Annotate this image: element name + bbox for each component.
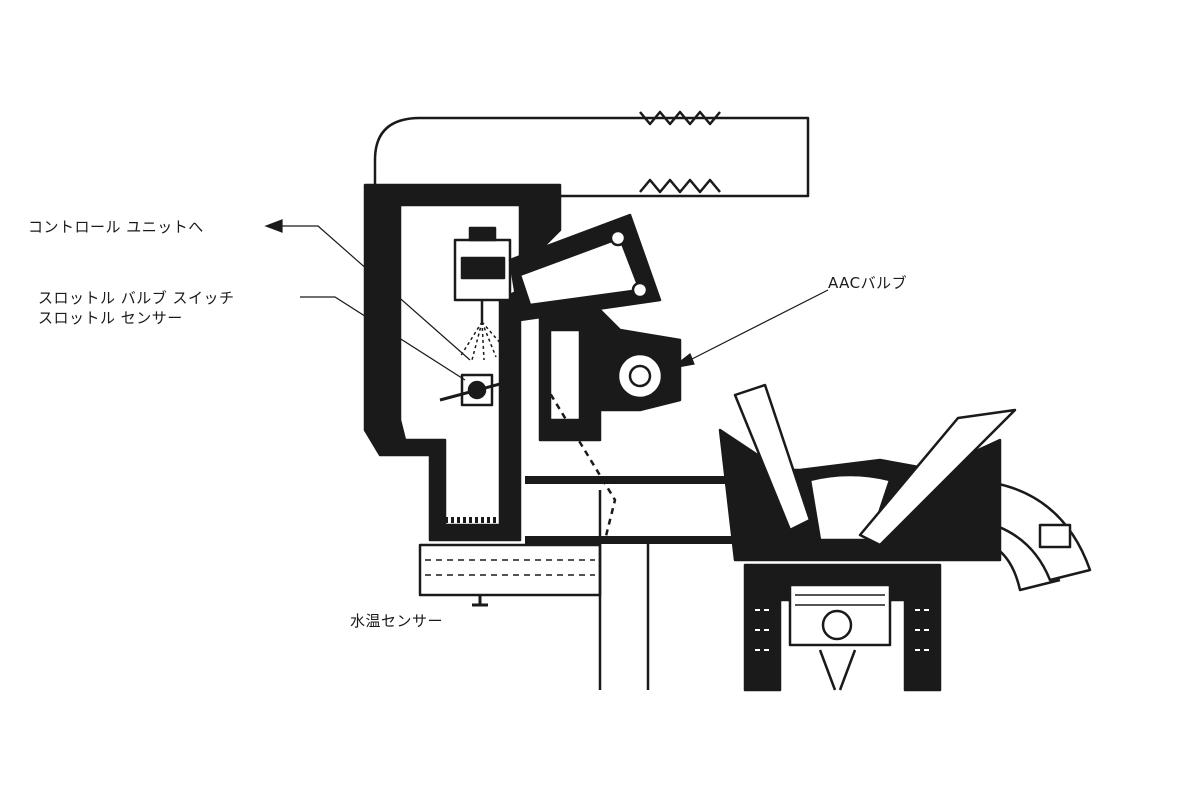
label-throttle-sensor: スロットル センサー <box>38 309 183 327</box>
throttle-valve <box>439 373 516 407</box>
injector <box>453 226 512 361</box>
air-intake-duct <box>373 110 810 198</box>
label-aac-valve: AACバルブ <box>828 274 908 292</box>
aac-valve-body <box>538 308 682 442</box>
leader-line-control <box>282 225 471 361</box>
exhaust-pipe <box>969 478 1092 592</box>
arrowhead-control <box>264 219 283 233</box>
bypass-pipe <box>508 213 662 322</box>
label-control-unit: コントロール ユニットへ <box>28 218 204 236</box>
cylinder-block <box>743 563 942 692</box>
leader-line-aac <box>689 289 829 361</box>
label-throttle-switch: スロットル バルブ スイッチ <box>38 289 235 307</box>
cylinder-head <box>718 383 1017 562</box>
arrowhead-aac <box>671 353 695 369</box>
leader-line-switch <box>300 296 466 381</box>
coolant-passage <box>418 543 602 607</box>
label-water-temp-sensor: 水温センサー <box>350 612 444 630</box>
throttle-body <box>363 183 562 542</box>
